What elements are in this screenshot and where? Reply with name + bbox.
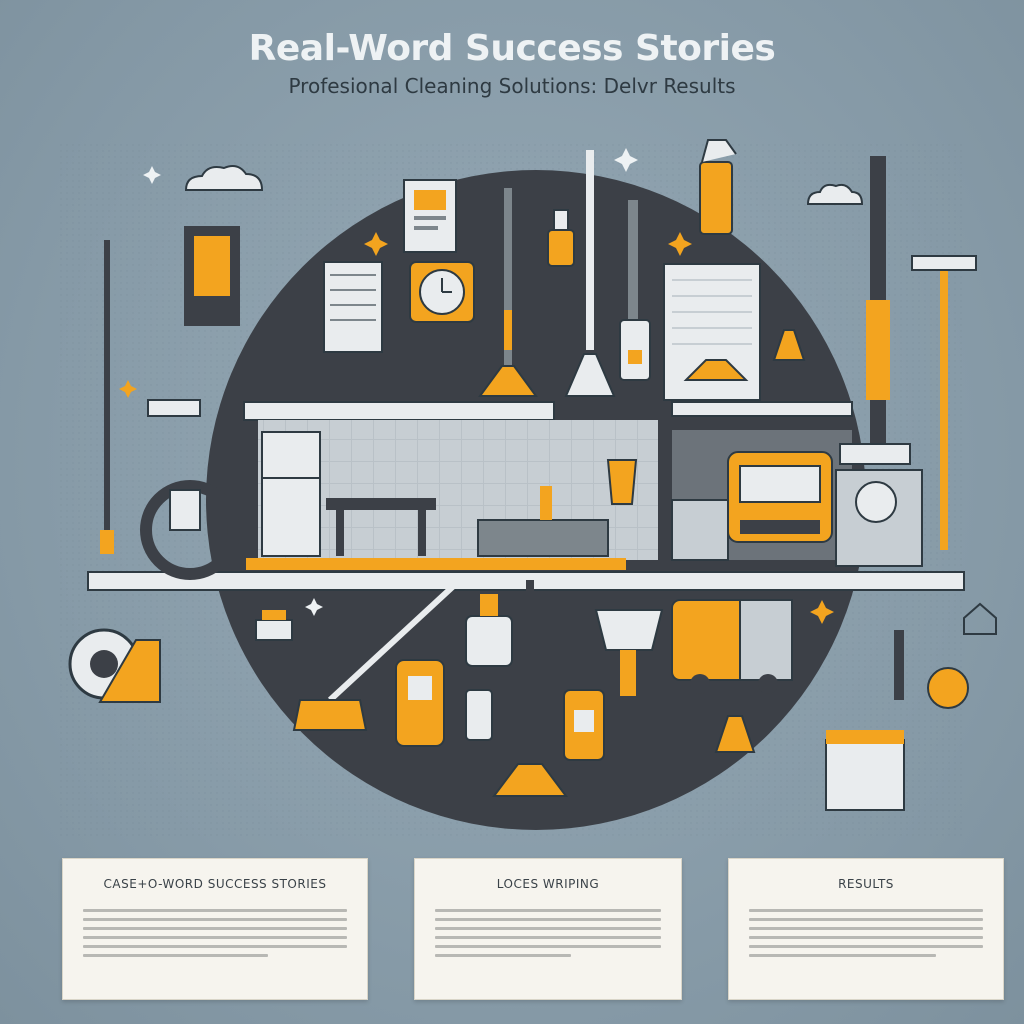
card-text-placeholder xyxy=(83,903,347,983)
brush-icon xyxy=(714,715,756,753)
card-text-placeholder xyxy=(749,903,983,983)
cloud-icon xyxy=(184,165,264,191)
floor-polisher-icon xyxy=(68,628,161,703)
card-title: RESULTS xyxy=(838,877,894,891)
shelf xyxy=(243,401,555,421)
window-blinds-icon xyxy=(323,261,383,353)
bottle-icon xyxy=(619,200,651,381)
bucket-icon xyxy=(606,459,638,505)
pressure-washer-icon xyxy=(825,730,905,811)
sparkle-icon xyxy=(119,232,834,624)
cleaning-van-icon xyxy=(671,599,793,694)
card-text-placeholder xyxy=(435,903,661,983)
card-case-studies: CASE+O-WORD SUCCESS STORIES xyxy=(62,858,368,1000)
brush-icon xyxy=(772,329,806,361)
thermostat-icon xyxy=(184,226,240,326)
table-icon xyxy=(326,498,436,556)
detergent-bottle-icon xyxy=(395,659,445,747)
broom-icon xyxy=(564,150,616,397)
squeegee-icon xyxy=(911,255,977,550)
vacuum-icon xyxy=(894,630,969,709)
cloud-icon xyxy=(806,183,864,205)
hose-icon xyxy=(140,480,240,580)
vacuum-icon xyxy=(100,240,201,554)
toolbox-icon xyxy=(255,610,293,641)
clock-icon xyxy=(409,261,475,323)
washing-machine-icon xyxy=(835,469,923,567)
window-icon xyxy=(663,263,761,401)
mop-icon xyxy=(492,580,568,797)
cleaning-van-icon xyxy=(727,451,833,543)
mop-icon xyxy=(839,156,911,465)
spray-bottle-icon xyxy=(465,594,513,667)
clipboard-icon xyxy=(403,179,457,253)
page-subtitle: Profesional Cleaning Solutions: Delvr Re… xyxy=(288,74,736,98)
house-icon xyxy=(963,602,997,635)
bottle-icon xyxy=(563,689,605,761)
counter-icon xyxy=(477,486,609,557)
page-title: Real-Word Success Stories xyxy=(248,28,776,69)
broom-icon xyxy=(292,577,463,731)
card-title: LOCES WRIPING xyxy=(496,877,600,891)
mop-icon xyxy=(478,188,538,397)
card-results: RESULTS xyxy=(728,858,1004,1000)
sink-icon xyxy=(594,609,664,696)
card-title: CASE+O-WORD SUCCESS STORIES xyxy=(103,877,327,891)
cabinet-icon xyxy=(671,499,729,561)
spray-bottle-icon xyxy=(699,139,737,235)
dish-soap-icon xyxy=(465,689,493,741)
refrigerator-icon xyxy=(261,431,321,557)
sparkle-icon xyxy=(143,148,638,616)
spray-bottle-icon xyxy=(547,209,575,267)
card-challenges: LOCES WRIPING xyxy=(414,858,682,1000)
